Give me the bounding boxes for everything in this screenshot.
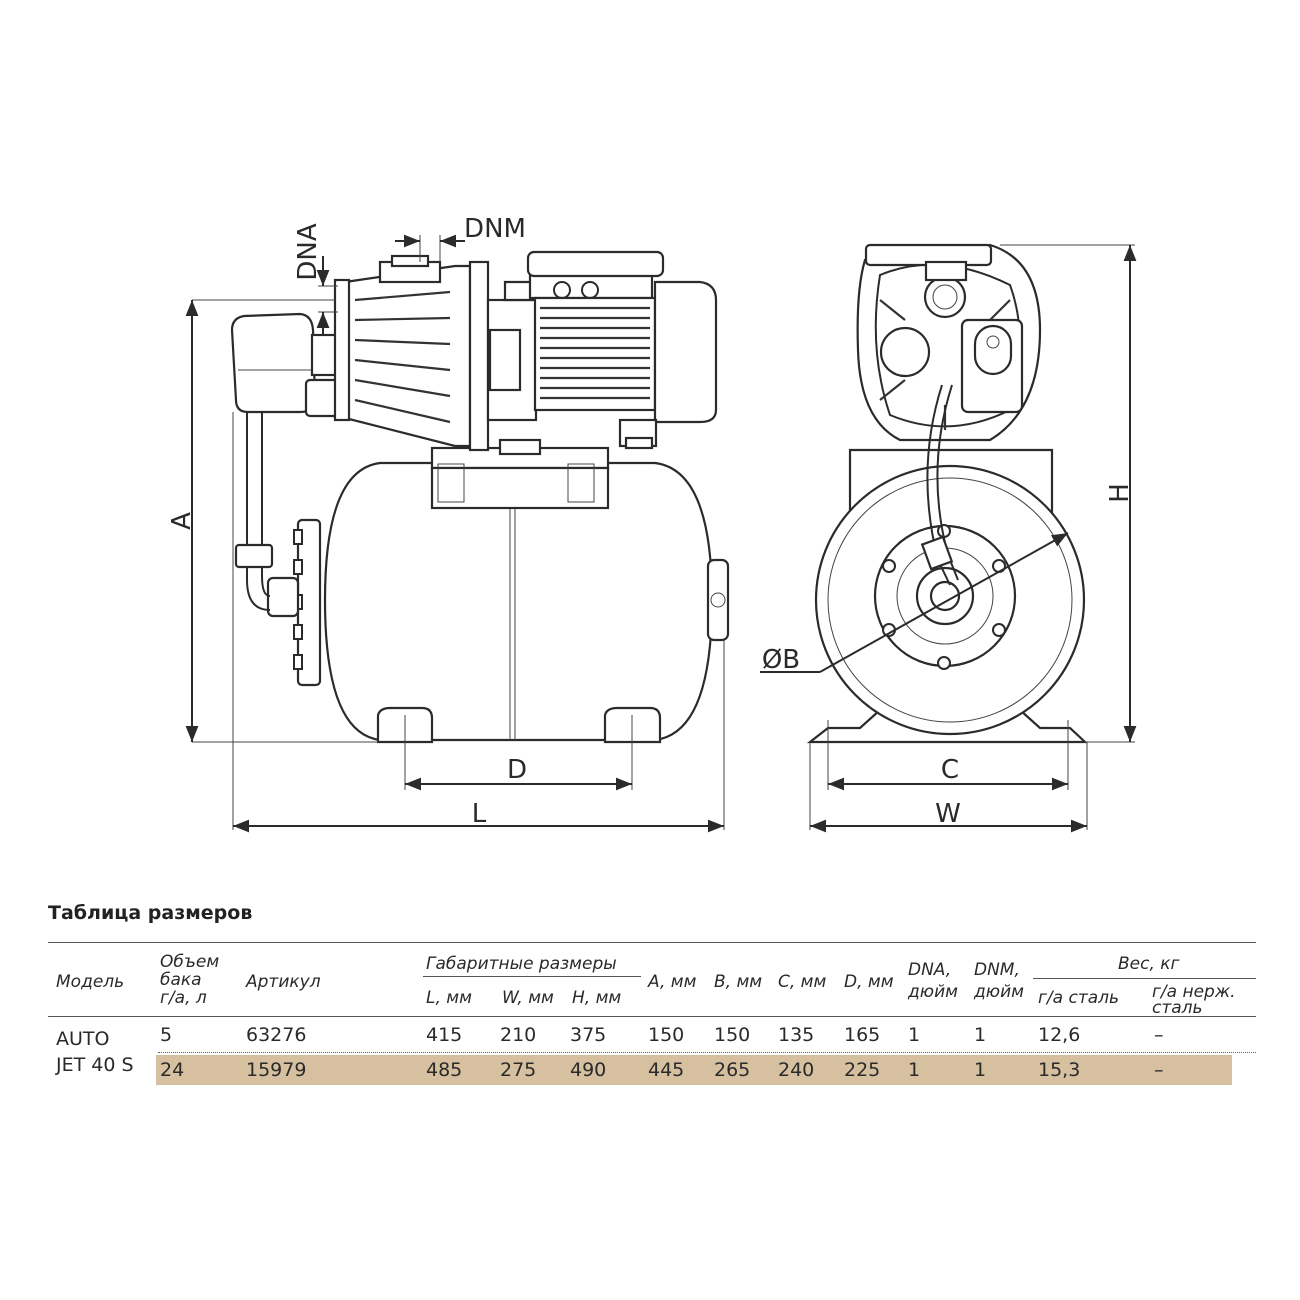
header-weight-stainless-1: г/а нерж.: [1152, 982, 1236, 1002]
cell-article: 15979: [246, 1059, 307, 1081]
front-view: ØB H C W: [760, 243, 1137, 833]
header-dna-1: DNA,: [908, 960, 952, 980]
cell-c: 135: [778, 1024, 815, 1046]
table-title: Таблица размеров: [48, 902, 253, 924]
header-tank-2: бака: [160, 970, 202, 990]
row-highlight: [156, 1055, 1232, 1085]
header-b: B, мм: [714, 972, 763, 992]
header-w: W, мм: [502, 988, 554, 1008]
header-d: D, мм: [844, 972, 894, 992]
dim-d-label: D: [507, 755, 527, 785]
header-weight-steel: г/а сталь: [1038, 988, 1120, 1008]
cell-dna: 1: [908, 1024, 921, 1046]
header-overall: Габаритные размеры: [426, 954, 617, 974]
cell-l: 415: [426, 1024, 463, 1046]
header-dnm-2: дюйм: [974, 982, 1024, 1002]
cell-tank: 24: [160, 1059, 185, 1081]
cell-tank: 5: [160, 1024, 173, 1046]
header-l: L, мм: [426, 988, 472, 1008]
dim-dna-label: DNA: [293, 223, 323, 280]
header-model: Модель: [56, 972, 125, 992]
cell-c: 240: [778, 1059, 815, 1081]
cell-h: 375: [570, 1024, 607, 1046]
cell-w: 275: [500, 1059, 537, 1081]
cell-weight-stainless: –: [1154, 1059, 1164, 1081]
cell-article: 63276: [246, 1024, 307, 1046]
cell-a: 445: [648, 1059, 685, 1081]
dim-h-label: H: [1105, 483, 1135, 503]
dim-c-label: C: [941, 755, 959, 785]
header-dna-2: дюйм: [908, 982, 958, 1002]
cell-weight-steel: 12,6: [1038, 1024, 1081, 1046]
cell-dna: 1: [908, 1059, 921, 1081]
header-tank-3: г/а, л: [160, 988, 207, 1008]
header-article: Артикул: [246, 972, 321, 992]
cell-a: 150: [648, 1024, 685, 1046]
header-weight: Вес, кг: [1118, 954, 1180, 974]
cell-l: 485: [426, 1059, 463, 1081]
header-h: H, мм: [572, 988, 622, 1008]
dimensions-table: Модель Объем бака г/а, л Артикул Габарит…: [48, 942, 1256, 1092]
cell-weight-stainless: –: [1154, 1024, 1164, 1046]
header-c: C, мм: [778, 972, 827, 992]
cell-w: 210: [500, 1024, 537, 1046]
dim-w-label: W: [935, 799, 961, 829]
cell-weight-steel: 15,3: [1038, 1059, 1081, 1081]
cell-dnm: 1: [974, 1024, 987, 1046]
cell-b: 150: [714, 1024, 751, 1046]
model-name-line1: AUTO: [56, 1028, 110, 1050]
dim-a-label: A: [167, 512, 197, 530]
dim-l-label: L: [472, 799, 487, 829]
side-view: A DNA DNM D L: [167, 214, 730, 833]
cell-d: 225: [844, 1059, 881, 1081]
dim-dnm-label: DNM: [464, 214, 526, 244]
cell-d: 165: [844, 1024, 881, 1046]
model-name-line2: JET 40 S: [56, 1054, 134, 1076]
header-tank-1: Объем: [160, 952, 220, 972]
pump-technical-drawing: A DNA DNM D L: [167, 214, 1137, 833]
dim-b-label: ØB: [762, 645, 800, 675]
cell-dnm: 1: [974, 1059, 987, 1081]
header-weight-stainless-2: сталь: [1152, 998, 1203, 1018]
header-a: A, мм: [648, 972, 697, 992]
cell-b: 265: [714, 1059, 751, 1081]
cell-h: 490: [570, 1059, 607, 1081]
header-dnm-1: DNM,: [974, 960, 1020, 980]
row-divider: [158, 1052, 1256, 1053]
